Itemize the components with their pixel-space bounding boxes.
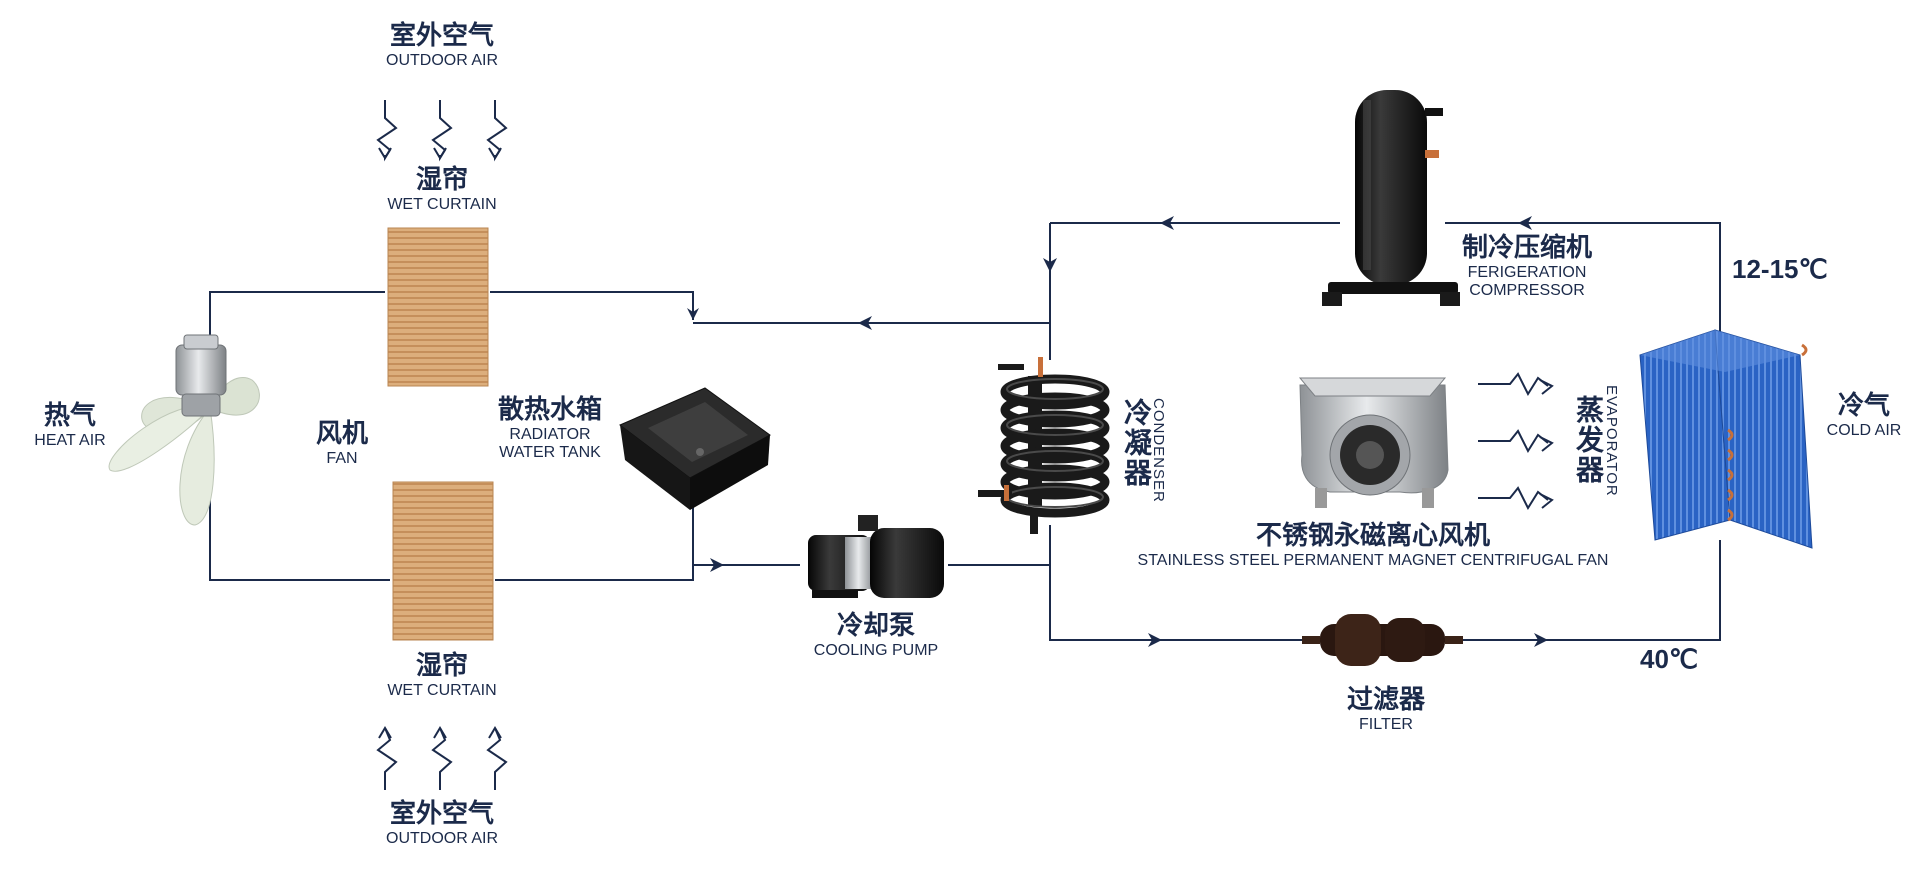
cold-air-en: COLD AIR	[1826, 421, 1902, 439]
centrifugal-fan-en: STAINLESS STEEL PERMANENT MAGNET CENTRIF…	[1137, 551, 1609, 569]
heat-air-zh: 热气	[43, 401, 96, 431]
radiator-water-tank-image	[619, 387, 771, 510]
flow-line-evaporator-to-compressor	[1445, 222, 1721, 335]
wet-curtain-top-zh: 湿帘	[415, 165, 468, 195]
cooling-pump-label: 冷却泵 COOLING PUMP	[813, 611, 939, 660]
outdoor-air-arrows-top	[376, 100, 508, 162]
wet-curtain-top-label: 湿帘 WET CURTAIN	[387, 165, 497, 214]
condenser-en: CONDENSER	[1150, 398, 1167, 503]
radiator-water-tank-label: 散热水箱 RADIATOR WATER TANK	[497, 395, 603, 463]
arrow-left-top	[1160, 216, 1174, 230]
wet-curtain-bottom-label: 湿帘 WET CURTAIN	[387, 651, 497, 700]
filter-label: 过滤器 FILTER	[1346, 685, 1426, 734]
wet-curtain-bottom-zh: 湿帘	[415, 651, 468, 681]
flow-line-curtain-to-tank	[490, 291, 694, 320]
arrow-right-filter	[1148, 633, 1162, 647]
outdoor-air-top-label: 室外空气 OUTDOOR AIR	[385, 21, 499, 70]
arrow-left-compressor	[1518, 216, 1532, 230]
outdoor-air-top-zh: 室外空气	[389, 21, 495, 51]
outdoor-air-arrows-bottom	[376, 726, 508, 790]
temp-hot-label: 40℃	[1640, 644, 1699, 674]
cold-air-label: 冷气 COLD AIR	[1826, 391, 1902, 440]
compressor-label: 制冷压缩机 FERIGERATION COMPRESSOR	[1461, 233, 1593, 301]
heat-air-en: HEAT AIR	[34, 431, 106, 449]
outdoor-air-bottom-en: OUTDOOR AIR	[385, 829, 499, 847]
centrifugal-fan-zh: 不锈钢永磁离心风机	[1255, 521, 1490, 551]
flow-line-condenser-to-filter	[1049, 525, 1310, 641]
flow-arrows	[687, 216, 1548, 647]
wet-curtain-bottom-en: WET CURTAIN	[387, 681, 497, 699]
radiator-water-tank-en2: WATER TANK	[499, 444, 601, 462]
fan-zh: 风机	[315, 419, 369, 449]
fan-en: FAN	[326, 449, 358, 467]
wet-curtain-top-image	[387, 227, 489, 387]
compressor-zh: 制冷压缩机	[1461, 233, 1593, 263]
condenser-zh: 冷凝器	[1120, 398, 1153, 488]
cooling-pump-en: COOLING PUMP	[813, 641, 939, 659]
centrifugal-fan-image	[1298, 377, 1449, 508]
evaporator-image	[1639, 329, 1813, 549]
radiator-water-tank-en1: RADIATOR	[509, 425, 591, 443]
arrow-down-tank	[687, 308, 699, 320]
fan-image	[108, 334, 260, 526]
compressor-en1: FERIGERATION	[1467, 263, 1587, 281]
outdoor-air-bottom-zh: 室外空气	[389, 799, 495, 829]
cold-air-zh: 冷气	[1837, 391, 1890, 421]
radiator-water-tank-zh: 散热水箱	[497, 395, 603, 425]
wet-curtain-bottom-image	[392, 481, 494, 641]
wet-curtain-top-en: WET CURTAIN	[387, 195, 497, 213]
arrow-right-evaporator	[1534, 633, 1548, 647]
centrifugal-fan-label: 不锈钢永磁离心风机 STAINLESS STEEL PERMANENT MAGN…	[1137, 521, 1609, 570]
temp-cold-label: 12-15℃	[1732, 254, 1828, 284]
cooling-pump-image	[808, 515, 944, 598]
arrow-down-condenser	[1043, 258, 1057, 272]
flow-line-fan-bottom	[209, 450, 390, 581]
evaporator-zh: 蒸发器	[1572, 395, 1605, 485]
flow-line-fan-top	[209, 291, 385, 375]
fan-label: 风机 FAN	[315, 419, 369, 468]
condenser-coil-image	[978, 357, 1110, 534]
filter-image	[1302, 614, 1463, 666]
heat-air-label: 热气 HEAT AIR	[34, 401, 106, 450]
outdoor-air-bottom-label: 室外空气 OUTDOOR AIR	[385, 799, 499, 848]
cooling-pump-zh: 冷却泵	[836, 611, 915, 641]
compressor-en2: COMPRESSOR	[1469, 282, 1585, 300]
evaporator-airflow-arrows	[1478, 372, 1554, 511]
arrow-right-pump	[710, 558, 724, 572]
flow-line-tank-down	[495, 505, 694, 581]
filter-zh: 过滤器	[1346, 685, 1426, 715]
compressor-image	[1322, 90, 1460, 306]
arrow-left-return	[858, 316, 872, 330]
outdoor-air-top-en: OUTDOOR AIR	[385, 51, 499, 69]
filter-en: FILTER	[1359, 715, 1413, 733]
evaporator-en: EVAPORATOR	[1603, 385, 1620, 497]
